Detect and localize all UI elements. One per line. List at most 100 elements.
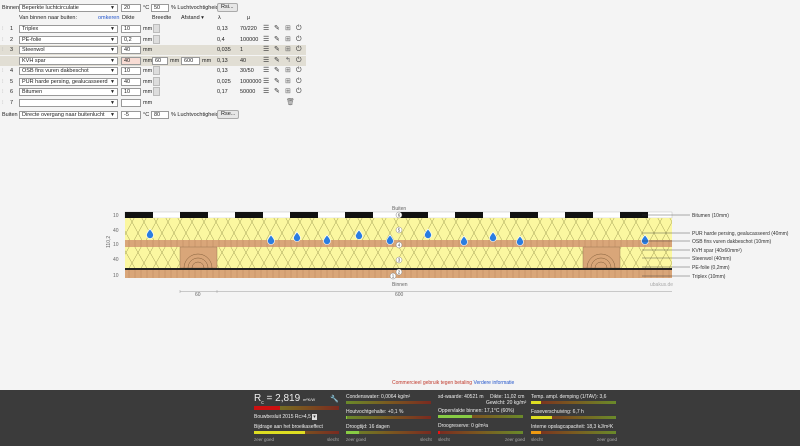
thickness-value: Dikte: 11,02 cm: [490, 394, 525, 400]
drag-handle[interactable]: ⁞: [2, 68, 4, 74]
spacing-input[interactable]: 600: [181, 57, 200, 65]
weight-value: Gewicht: 20 kg/m²: [486, 400, 527, 406]
drag-handle[interactable]: ⁞: [2, 26, 4, 32]
legend-label: Triplex (10mm): [692, 274, 726, 280]
power-icon[interactable]: ⏻: [296, 67, 302, 74]
material-select[interactable]: Bitumen▼: [19, 88, 118, 96]
color-swatch-icon[interactable]: [153, 87, 160, 96]
drag-handle[interactable]: ⁞: [2, 89, 4, 95]
reverse-link[interactable]: omkeren: [98, 15, 120, 21]
condensation-drop-icon: [424, 228, 432, 239]
pencil-icon[interactable]: ✎: [274, 78, 280, 85]
kvh-beam: [582, 246, 621, 269]
thickness-input[interactable]: 40: [121, 57, 141, 65]
trash-icon[interactable]: 🗑: [286, 99, 295, 106]
add-layer-icon[interactable]: ⊞: [285, 46, 291, 53]
foil-icon[interactable]: [153, 35, 160, 44]
legend-item: Steenwol (40mm): [642, 256, 732, 262]
thickness-input[interactable]: 10: [121, 88, 141, 96]
inside-humidity-input[interactable]: 50: [151, 4, 169, 12]
material-select[interactable]: ▼: [19, 99, 118, 107]
surface-temp-label: Oppervlakte binnen: 17,1°C (60%): [438, 408, 515, 414]
scale-good: zeer goed: [505, 437, 526, 442]
add-layer-icon[interactable]: ⊞: [285, 88, 291, 95]
add-layer-icon[interactable]: ⊞: [285, 25, 291, 32]
material-select[interactable]: PE-folie▼: [19, 36, 118, 44]
outside-climate-select[interactable]: Directe overgang naar buitenlucht▼: [19, 111, 118, 119]
thickness-input[interactable]: 0,2: [121, 36, 141, 44]
dim-label: 40: [113, 228, 119, 234]
color-swatch-icon[interactable]: [153, 24, 160, 33]
pencil-icon[interactable]: ✎: [274, 67, 280, 74]
pencil-icon[interactable]: ✎: [274, 88, 280, 95]
pencil-icon[interactable]: ✎: [274, 46, 280, 53]
thickness-input[interactable]: [121, 99, 141, 107]
width-input[interactable]: 60: [152, 57, 168, 65]
pencil-icon[interactable]: ✎: [274, 57, 280, 64]
rsi-button[interactable]: Rsi...: [217, 3, 238, 12]
results-panel: Rc = 2,819 m²K/W 🔧 Bouwbesluit 2015 Rc>4…: [0, 390, 800, 446]
menu-icon[interactable]: ☰: [263, 25, 270, 32]
menu-icon[interactable]: ☰: [263, 46, 270, 53]
outside-temp-input[interactable]: -5: [121, 111, 141, 119]
bitumen-strip: [290, 212, 318, 218]
drag-handle[interactable]: ⁞: [2, 79, 4, 85]
menu-icon[interactable]: ☰: [263, 57, 270, 64]
power-icon[interactable]: ⏻: [296, 46, 302, 53]
drag-handle[interactable]: ⁞: [2, 47, 4, 53]
add-layer-icon[interactable]: ⊞: [285, 67, 291, 74]
chevron-down-icon: ▼: [110, 100, 115, 106]
material-select[interactable]: OSB fins vuren dakbeschot▼: [19, 67, 118, 75]
menu-icon[interactable]: ☰: [263, 78, 270, 85]
power-icon[interactable]: ⏻: [296, 57, 302, 64]
total-thickness: 110,2: [106, 236, 112, 248]
spacing-header[interactable]: Afstand ▾: [181, 15, 204, 21]
credit: ubakus.de: [650, 282, 673, 288]
thickness-input[interactable]: 40: [121, 78, 141, 86]
menu-icon[interactable]: ☰: [263, 67, 270, 74]
wrench-icon[interactable]: 🔧: [330, 396, 339, 403]
thickness-input[interactable]: 40: [121, 46, 141, 54]
color-swatch-icon[interactable]: [153, 66, 160, 75]
legend-item: Bitumen (10mm): [642, 213, 729, 219]
layer-marker: 1: [389, 272, 397, 280]
drag-handle[interactable]: ⁞: [2, 100, 4, 106]
color-swatch-icon[interactable]: [153, 77, 160, 86]
rse-button[interactable]: Rse...: [217, 110, 240, 119]
storage-capacity-bar: [531, 431, 616, 434]
undo-arrow-icon[interactable]: ↰: [285, 57, 291, 64]
inside-temp-input[interactable]: 20: [121, 4, 141, 12]
rc-sub: c: [261, 400, 264, 406]
power-icon[interactable]: ⏻: [296, 36, 302, 43]
notice: Commercieel gebruik tegen betaling Verde…: [392, 380, 514, 386]
menu-icon[interactable]: ☰: [263, 36, 270, 43]
inside-humidity-label: % Luchtvochtigheid: [171, 5, 219, 11]
inside-climate-select[interactable]: Beperkte luchtcirculatie▼: [19, 4, 118, 12]
chevron-down-icon: ▼: [110, 47, 115, 53]
outside-humidity-input[interactable]: 80: [151, 111, 169, 119]
thickness-input[interactable]: 10: [121, 67, 141, 75]
pencil-icon[interactable]: ✎: [274, 25, 280, 32]
scale-good: zeer goed: [254, 437, 275, 442]
bouwbesluit-label: Bouwbesluit 2015 Rc>4,5: [254, 414, 311, 420]
bouwbesluit-select[interactable]: Bouwbesluit 2015 Rc>4,5 ▾: [254, 414, 317, 420]
material-select[interactable]: PUR harde persing, gealucasseerd▼: [19, 78, 118, 86]
legend-item: KVH spar (40x60mm²): [642, 248, 742, 254]
add-layer-icon[interactable]: ⊞: [285, 36, 291, 43]
material-select[interactable]: KVH spar▼: [19, 57, 118, 65]
unit-label: mm: [202, 58, 212, 64]
thickness-input[interactable]: 10: [121, 25, 141, 33]
power-icon[interactable]: ⏻: [296, 88, 302, 95]
power-icon[interactable]: ⏻: [296, 25, 302, 32]
drag-handle[interactable]: ⁞: [2, 37, 4, 43]
lambda-value: 0,17: [217, 89, 228, 95]
add-layer-icon[interactable]: ⊞: [285, 78, 291, 85]
material-select[interactable]: Steenwol▼: [19, 46, 118, 54]
pencil-icon[interactable]: ✎: [274, 36, 280, 43]
more-info-link[interactable]: Verdere informatie: [473, 380, 515, 386]
power-icon[interactable]: ⏻: [296, 78, 302, 85]
menu-icon[interactable]: ☰: [263, 88, 270, 95]
material-select[interactable]: Triplex▼: [19, 25, 118, 33]
